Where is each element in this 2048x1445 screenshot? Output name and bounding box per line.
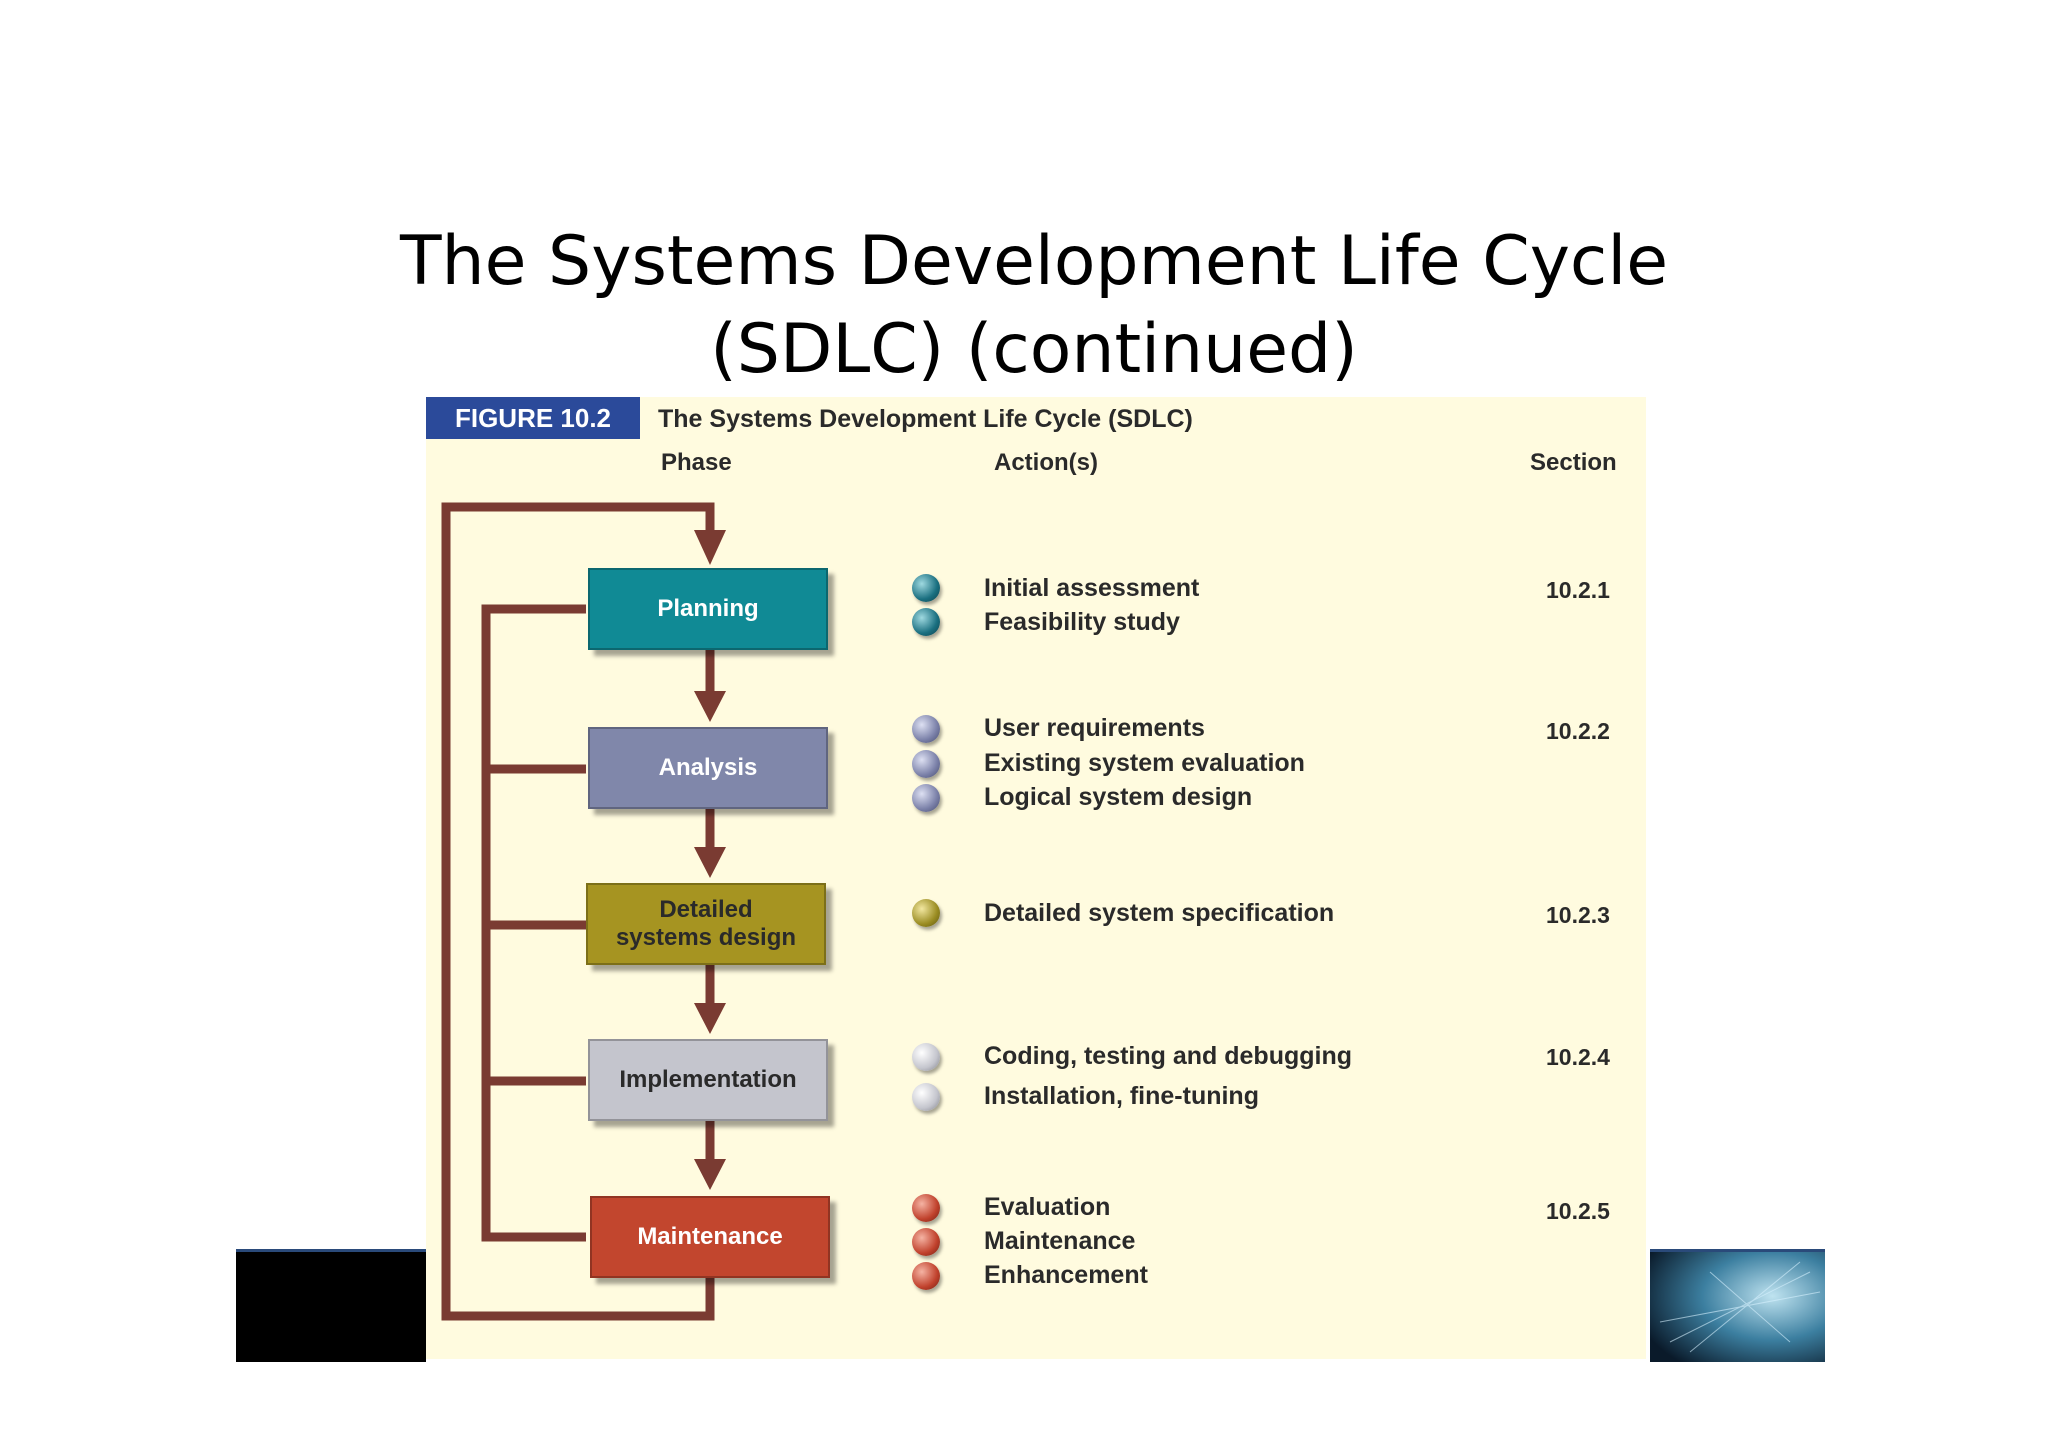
implementation-bullet-2 — [912, 1083, 940, 1111]
analysis-bullet-1 — [912, 715, 940, 743]
phase-planning: Planning — [588, 568, 828, 650]
phase-analysis: Analysis — [588, 727, 828, 809]
analysis-bullet-2 — [912, 750, 940, 778]
maintenance-bullet-3 — [912, 1262, 940, 1290]
maintenance-action-3: Enhancement — [984, 1261, 1148, 1289]
phase-maintenance-label: Maintenance — [637, 1223, 783, 1250]
phase-planning-label: Planning — [657, 595, 759, 622]
footer-decoration-image — [1650, 1249, 1825, 1362]
sdlc-figure: FIGURE 10.2 The Systems Development Life… — [426, 397, 1646, 1359]
phase-detailed-label-line-1: Detailed — [659, 896, 753, 923]
maintenance-bullet-1 — [912, 1194, 940, 1222]
detailed-action-1: Detailed system specification — [984, 899, 1335, 927]
footer-bar-left — [236, 1249, 426, 1362]
phase-maintenance: Maintenance — [590, 1196, 830, 1278]
analysis-section: 10.2.2 — [1546, 718, 1610, 744]
flow-connectors — [441, 502, 726, 1321]
implementation-action-1: Coding, testing and debugging — [984, 1042, 1353, 1070]
analysis-action-2: Existing system evaluation — [984, 749, 1305, 777]
implementation-action-2: Installation, fine-tuning — [984, 1082, 1259, 1110]
phase-detailed-systems-design: Detailed systems design — [586, 883, 826, 965]
planning-bullet-2 — [912, 608, 940, 636]
phase-detailed-label-line-2: systems design — [615, 924, 797, 951]
maintenance-action-2: Maintenance — [984, 1227, 1136, 1255]
phase-implementation-label: Implementation — [619, 1066, 797, 1093]
planning-bullet-1 — [912, 574, 940, 602]
implementation-bullet-1 — [912, 1043, 940, 1071]
section-column-header: Section — [1530, 449, 1617, 476]
phase-implementation: Implementation — [588, 1039, 828, 1121]
slide-title: The Systems Development Life Cycle (SDLC… — [340, 218, 1728, 394]
analysis-action-1: User requirements — [984, 714, 1205, 742]
detailed-bullet-1 — [912, 899, 940, 927]
slide-title-line-2: (SDLC) (continued) — [710, 310, 1358, 389]
planning-section: 10.2.1 — [1546, 577, 1610, 603]
phase-analysis-label: Analysis — [658, 754, 758, 781]
maintenance-action-1: Evaluation — [984, 1193, 1111, 1221]
maintenance-bullet-2 — [912, 1228, 940, 1256]
implementation-section: 10.2.4 — [1546, 1044, 1610, 1070]
maintenance-section: 10.2.5 — [1546, 1198, 1610, 1224]
planning-action-1: Initial assessment — [984, 574, 1200, 602]
analysis-action-3: Logical system design — [984, 783, 1253, 811]
figure-title: The Systems Development Life Cycle (SDLC… — [658, 405, 1193, 433]
figure-badge: FIGURE 10.2 — [426, 397, 640, 439]
slide-title-line-1: The Systems Development Life Cycle — [399, 222, 1669, 301]
planning-action-2: Feasibility study — [984, 608, 1180, 636]
phase-column-header: Phase — [661, 449, 732, 476]
actions-column-header: Action(s) — [994, 449, 1098, 476]
detailed-section: 10.2.3 — [1546, 902, 1610, 928]
analysis-bullet-3 — [912, 784, 940, 812]
